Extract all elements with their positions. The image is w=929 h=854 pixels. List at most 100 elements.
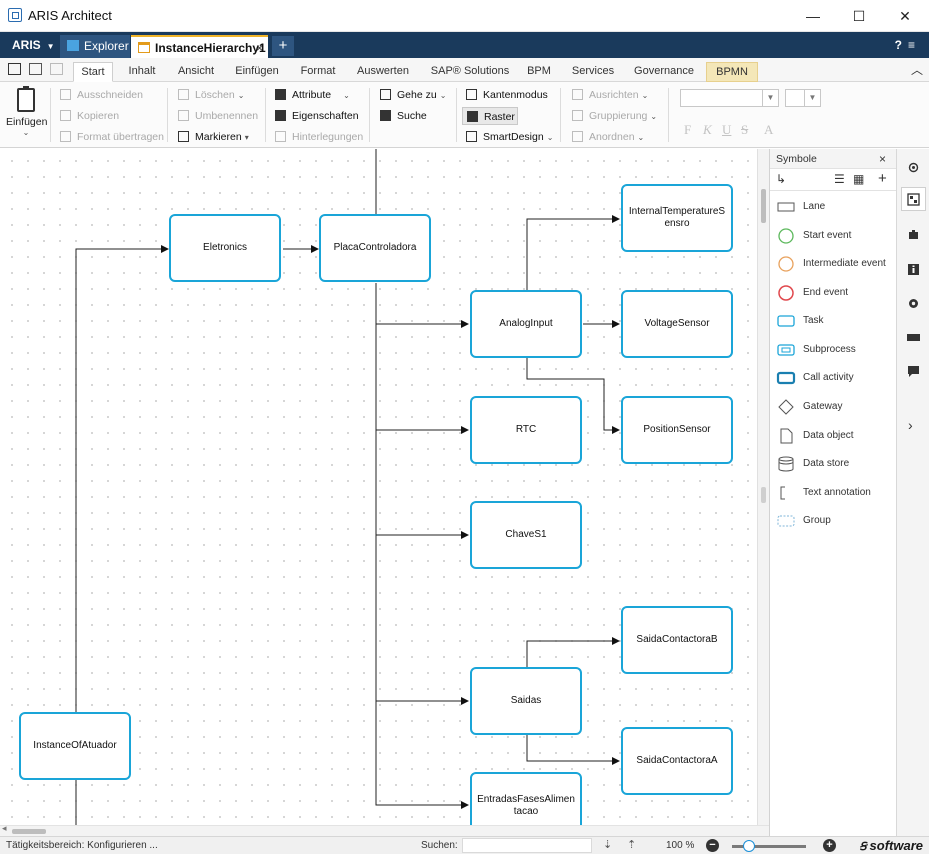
search-button[interactable]: Suche <box>380 107 427 125</box>
strikethrough-button[interactable]: S <box>741 122 749 137</box>
rename-button[interactable]: Umbenennen <box>178 107 258 125</box>
paste-button[interactable]: Einfügen ⌄ <box>6 86 47 144</box>
close-window-button[interactable]: ✕ <box>899 8 911 24</box>
grid-toggle-button[interactable]: Raster <box>462 107 518 125</box>
zoom-slider[interactable] <box>732 845 806 848</box>
maximize-button[interactable]: ☐ <box>852 8 866 24</box>
help-menu-icons[interactable]: ?≡ <box>894 38 921 52</box>
navigation-icon[interactable] <box>907 161 920 174</box>
symbol-item-end-event[interactable]: End event <box>776 283 894 303</box>
info-icon[interactable] <box>907 263 920 276</box>
symbol-item-intermediate-event[interactable]: Intermediate event <box>776 254 894 274</box>
symbol-item-subprocess[interactable]: Subprocess <box>776 340 894 360</box>
font-family-select[interactable]: ▼ <box>680 89 779 107</box>
ribbon-tab-bpmn[interactable]: BPMN <box>706 62 758 82</box>
save-icon[interactable] <box>8 63 21 75</box>
delete-button[interactable]: Löschen⌄ <box>178 86 244 104</box>
ribbon-tab-services[interactable]: Services <box>571 65 615 77</box>
diagram-node-voltagesensor[interactable]: VoltageSensor <box>621 290 733 358</box>
underline-button[interactable]: U <box>722 122 732 137</box>
symbol-item-lane[interactable]: Lane <box>776 197 894 217</box>
italic-button[interactable]: K <box>703 122 712 137</box>
arrange-button[interactable]: Anordnen⌄ <box>572 128 644 146</box>
diagram-node-chaves1[interactable]: ChaveS1 <box>470 501 582 569</box>
go-to-button[interactable]: Gehe zu⌄ <box>380 86 446 104</box>
ribbon-tab-bpm[interactable]: BPM <box>527 65 551 77</box>
symbol-item-task[interactable]: Task <box>776 311 894 331</box>
diagram-node-placacontroladora[interactable]: PlacaControladora <box>319 214 431 282</box>
diagram-node-entradasfasesalimentacao[interactable]: EntradasFasesAlimentacao <box>470 772 582 825</box>
diagram-node-analoginput[interactable]: AnalogInput <box>470 290 582 358</box>
zoom-in-button[interactable]: + <box>823 839 836 852</box>
search-previous-icon[interactable]: ⇡ <box>627 839 637 851</box>
copy-button[interactable]: Kopieren <box>60 107 119 125</box>
diagram-node-rtc[interactable]: RTC <box>470 396 582 464</box>
assignments-button[interactable]: Hinterlegungen <box>275 128 363 146</box>
search-next-icon[interactable]: ⇣ <box>603 839 613 851</box>
ribbon-tab-start[interactable]: Start <box>73 62 113 82</box>
diagram-node-instanceofatuador[interactable]: InstanceOfAtuador <box>19 712 131 780</box>
properties-button[interactable]: Eigenschaften <box>275 107 359 125</box>
diagram-node-saidacontactoraa[interactable]: SaidaContactoraA <box>621 727 733 795</box>
grouping-button[interactable]: Gruppierung⌄ <box>572 107 657 125</box>
scroll-left-icon[interactable]: ◂ <box>2 823 7 833</box>
tab-instancehierarchy1[interactable]: InstanceHierarchy1 × <box>131 35 268 58</box>
symbol-item-group[interactable]: Group <box>776 511 894 531</box>
diagram-node-positionsensor[interactable]: PositionSensor <box>621 396 733 464</box>
grid-view-icon[interactable]: ▦ <box>853 172 865 186</box>
scrollbar-thumb[interactable] <box>761 189 766 223</box>
diagram-node-saidacontactorab[interactable]: SaidaContactoraB <box>621 606 733 674</box>
select-button[interactable]: Markieren▾ <box>178 128 249 146</box>
diagram-node-eletronics[interactable]: Eletronics <box>169 214 281 282</box>
zoom-out-button[interactable]: − <box>706 839 719 852</box>
symbol-item-call-activity[interactable]: Call activity <box>776 368 894 388</box>
tab-explorer[interactable]: Explorer <box>60 35 130 58</box>
symbols-panel-toggle[interactable] <box>901 187 926 211</box>
smartdesign-button[interactable]: SmartDesign⌄ <box>466 128 553 146</box>
puzzle-icon[interactable] <box>907 229 920 242</box>
gear-icon[interactable] <box>907 297 920 310</box>
ribbon-tab-inhalt[interactable]: Inhalt <box>128 65 156 77</box>
font-color-button[interactable]: A <box>764 122 774 137</box>
font-size-select[interactable]: ▼ <box>785 89 821 107</box>
status-search-input[interactable] <box>462 838 592 853</box>
ribbon-tab-ansicht[interactable]: Ansicht <box>177 65 215 77</box>
collapse-ribbon-icon[interactable]: ︿ <box>910 63 923 77</box>
ribbon-tab-format[interactable]: Format <box>300 65 336 77</box>
diagram-node-saidas[interactable]: Saidas <box>470 667 582 735</box>
close-tab-icon[interactable]: × <box>255 41 263 55</box>
ribbon-tab-einfuegen[interactable]: Einfügen <box>235 65 279 77</box>
connector-tool-icon[interactable]: ↳ <box>776 172 787 186</box>
aris-menu-button[interactable]: ARIS▼ <box>0 32 58 58</box>
canvas-vertical-scrollbar[interactable] <box>757 149 769 825</box>
minimize-button[interactable]: — <box>806 8 820 24</box>
ribbon-tab-governance[interactable]: Governance <box>634 65 694 77</box>
comment-icon[interactable] <box>907 365 920 378</box>
redo-icon[interactable] <box>50 63 63 75</box>
add-symbol-icon[interactable]: + <box>878 170 887 187</box>
list-view-icon[interactable]: ☰ <box>834 172 845 186</box>
scrollbar-thumb[interactable] <box>12 829 46 834</box>
symbol-item-gateway[interactable]: Gateway <box>776 397 894 417</box>
zoom-slider-handle[interactable] <box>743 840 755 852</box>
align-button[interactable]: Ausrichten⌄ <box>572 86 648 104</box>
symbol-item-start-event[interactable]: Start event <box>776 226 894 246</box>
ribbon-tab-auswerten[interactable]: Auswerten <box>357 65 409 77</box>
canvas-horizontal-scrollbar[interactable]: ◂ <box>0 823 769 836</box>
undo-icon[interactable] <box>29 63 42 75</box>
abc-icon[interactable] <box>907 331 920 344</box>
panel-resize-handle[interactable] <box>761 487 766 503</box>
expand-panel-icon[interactable]: › <box>908 417 913 433</box>
symbol-item-data-store[interactable]: Data store <box>776 454 894 474</box>
edge-mode-button[interactable]: Kantenmodus <box>466 86 548 104</box>
symbol-item-data-object[interactable]: Data object <box>776 426 894 446</box>
format-painter-button[interactable]: Format übertragen <box>60 128 164 146</box>
diagram-node-internaltemperaturesensro[interactable]: InternalTemperatureSensro <box>621 184 733 252</box>
symbol-item-text-annotation[interactable]: Text annotation <box>776 483 894 503</box>
attributes-button[interactable]: Attribute⌄ <box>275 86 350 104</box>
bold-button[interactable]: F <box>684 122 692 137</box>
add-tab-button[interactable]: + <box>272 36 294 56</box>
model-canvas[interactable]: Eletronics PlacaControladora InternalTem… <box>0 149 757 825</box>
cut-button[interactable]: Ausschneiden <box>60 86 143 104</box>
ribbon-tab-sap-solutions[interactable]: SAP® Solutions <box>430 65 510 77</box>
